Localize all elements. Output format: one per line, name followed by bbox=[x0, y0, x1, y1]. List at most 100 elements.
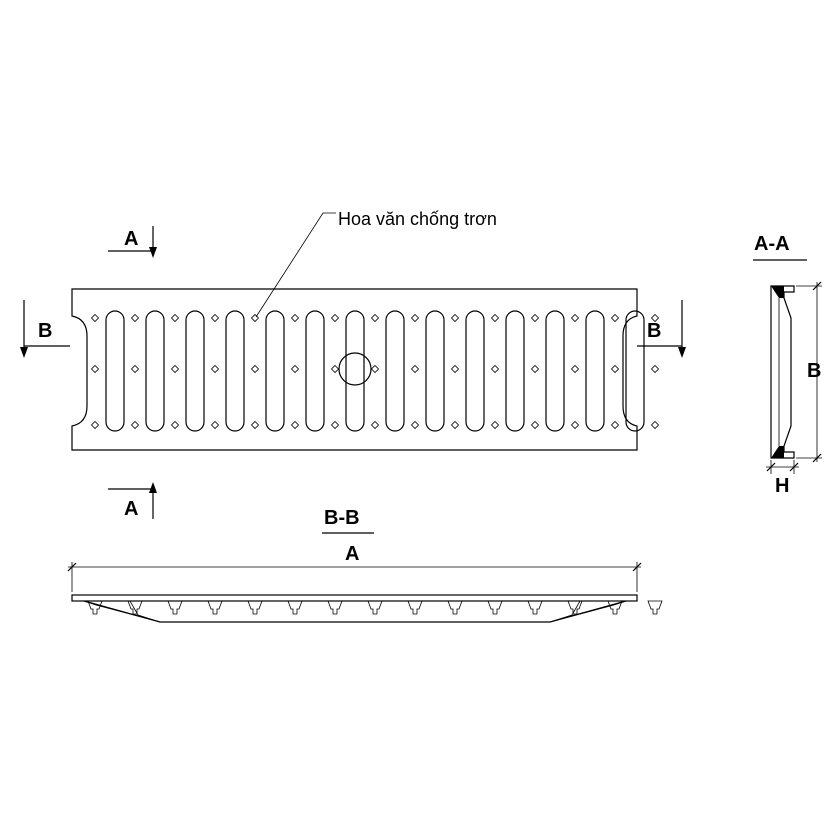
anti-slip-diamond bbox=[130, 313, 140, 323]
section-rib bbox=[167, 600, 183, 615]
anti-slip-diamond bbox=[490, 420, 500, 430]
section-rib bbox=[407, 600, 423, 615]
anti-slip-diamond bbox=[610, 420, 620, 430]
section-mark-b-right: B bbox=[637, 300, 686, 358]
svg-text:B: B bbox=[38, 320, 52, 342]
anti-slip-diamond bbox=[570, 420, 580, 430]
section-bb-view: B-B A bbox=[67, 507, 663, 623]
anti-slip-diamond bbox=[530, 420, 540, 430]
anti-slip-diamond bbox=[90, 420, 100, 430]
section-rib bbox=[327, 600, 343, 615]
section-aa-view: A-A B H bbox=[753, 233, 822, 497]
slot bbox=[305, 310, 325, 432]
annotation-text: Hoa văn chống trơn bbox=[338, 209, 497, 229]
section-rib bbox=[527, 600, 543, 615]
anti-slip-pattern bbox=[90, 313, 660, 430]
anti-slip-diamond bbox=[570, 313, 580, 323]
svg-text:B: B bbox=[647, 320, 661, 342]
slot bbox=[625, 310, 645, 432]
anti-slip-diamond bbox=[210, 420, 220, 430]
slot bbox=[265, 310, 285, 432]
section-mark-a-bottom: A bbox=[108, 482, 157, 520]
slot bbox=[505, 310, 525, 432]
anti-slip-diamond bbox=[210, 364, 220, 374]
section-mark-b-left: B bbox=[20, 300, 70, 358]
dimension-b-label: B bbox=[807, 360, 821, 382]
anti-slip-diamond bbox=[450, 313, 460, 323]
anti-slip-diamond bbox=[370, 420, 380, 430]
anti-slip-diamond bbox=[330, 313, 340, 323]
slot bbox=[225, 310, 245, 432]
section-rib bbox=[127, 600, 143, 615]
slot bbox=[185, 310, 205, 432]
anti-slip-diamond bbox=[490, 313, 500, 323]
section-ribs bbox=[83, 600, 663, 623]
svg-text:A: A bbox=[124, 228, 138, 250]
anti-slip-diamond bbox=[170, 313, 180, 323]
grate-outline bbox=[71, 288, 638, 451]
anti-slip-diamond bbox=[530, 364, 540, 374]
anti-slip-diamond bbox=[90, 364, 100, 374]
section-rib bbox=[367, 600, 383, 615]
slot bbox=[345, 310, 365, 432]
anti-slip-diamond bbox=[290, 313, 300, 323]
slot bbox=[585, 310, 605, 432]
anti-slip-diamond bbox=[250, 313, 260, 323]
anti-slip-diamond bbox=[610, 364, 620, 374]
section-bb-title: B-B bbox=[324, 507, 360, 529]
anti-slip-diamond bbox=[370, 313, 380, 323]
section-rib bbox=[567, 600, 583, 615]
svg-text:A: A bbox=[124, 498, 138, 520]
slot bbox=[465, 310, 485, 432]
anti-slip-diamond bbox=[410, 364, 420, 374]
dimension-h-label: H bbox=[775, 475, 789, 497]
anti-slip-diamond bbox=[410, 420, 420, 430]
anti-slip-diamond bbox=[650, 313, 660, 323]
slot bbox=[385, 310, 405, 432]
anti-slip-diamond bbox=[130, 420, 140, 430]
anti-slip-diamond bbox=[650, 364, 660, 374]
section-rib bbox=[647, 600, 663, 615]
section-rib bbox=[247, 600, 263, 615]
plan-view bbox=[71, 288, 660, 451]
dimension-a-label: A bbox=[345, 543, 359, 565]
anti-slip-diamond bbox=[530, 313, 540, 323]
anti-slip-diamond bbox=[90, 313, 100, 323]
anti-slip-diamond bbox=[290, 420, 300, 430]
anti-slip-diamond bbox=[610, 313, 620, 323]
anti-slip-diamond bbox=[250, 364, 260, 374]
anti-slip-diamond bbox=[250, 420, 260, 430]
anti-slip-diamond bbox=[170, 420, 180, 430]
anti-slip-diamond bbox=[370, 364, 380, 374]
grate-slots bbox=[105, 310, 645, 432]
anti-slip-diamond bbox=[450, 420, 460, 430]
section-rib bbox=[487, 600, 503, 615]
end-web-left bbox=[83, 600, 161, 623]
section-mark-a-top: A bbox=[108, 226, 157, 258]
section-rib bbox=[207, 600, 223, 615]
section-rib bbox=[607, 600, 623, 615]
anti-slip-diamond bbox=[290, 364, 300, 374]
slot bbox=[105, 310, 125, 432]
anti-slip-diamond bbox=[330, 364, 340, 374]
section-rib bbox=[287, 600, 303, 615]
anti-slip-diamond bbox=[330, 420, 340, 430]
anti-slip-diamond bbox=[450, 364, 460, 374]
slot bbox=[425, 310, 445, 432]
anti-slip-diamond bbox=[210, 313, 220, 323]
center-hole bbox=[338, 352, 372, 386]
section-rib bbox=[87, 600, 103, 615]
anti-slip-diamond bbox=[130, 364, 140, 374]
anti-slip-diamond bbox=[650, 420, 660, 430]
slot bbox=[545, 310, 565, 432]
anti-slip-diamond bbox=[410, 313, 420, 323]
anti-slip-diamond bbox=[570, 364, 580, 374]
anti-slip-diamond bbox=[490, 364, 500, 374]
anti-slip-diamond bbox=[170, 364, 180, 374]
slot bbox=[145, 310, 165, 432]
section-aa-title: A-A bbox=[754, 233, 790, 255]
end-web-right bbox=[549, 600, 627, 623]
section-rib bbox=[447, 600, 463, 615]
annotation-callout: Hoa văn chống trơn bbox=[255, 209, 497, 318]
